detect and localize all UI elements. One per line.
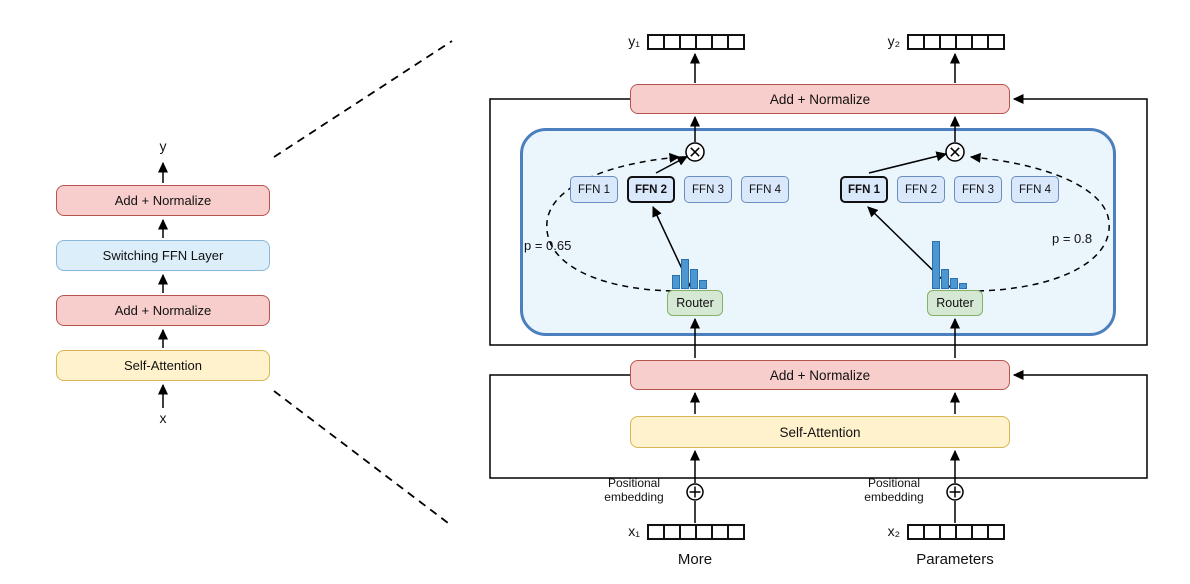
token-cell	[973, 36, 989, 48]
histogram-bar	[950, 278, 958, 289]
token-cell	[697, 526, 713, 538]
overview-switching-ffn-layer: Switching FFN Layer	[56, 240, 270, 271]
input-x1-label: x₁	[628, 523, 640, 539]
y1-token-array	[647, 34, 745, 50]
positional-add-left-icon	[686, 483, 704, 501]
switching-ffn-layer-container	[520, 128, 1116, 336]
token-cell	[941, 36, 957, 48]
overview-add-normalize-top: Add + Normalize	[56, 185, 270, 216]
overview-input-label: x	[159, 410, 167, 426]
token-cell	[909, 36, 925, 48]
token-cell	[649, 526, 665, 538]
expert-box-ffn-2: FFN 2	[627, 176, 675, 203]
token-cell	[729, 36, 743, 48]
x2-token-array	[907, 524, 1005, 540]
positional-embedding-left-label: Positional embedding	[604, 476, 664, 504]
expert-box-ffn-4: FFN 4	[1011, 176, 1059, 203]
expert-box-ffn-3: FFN 3	[684, 176, 732, 203]
expert-box-ffn-4: FFN 4	[741, 176, 789, 203]
overview-self-attention: Self-Attention	[56, 350, 270, 381]
x1-token-array	[647, 524, 745, 540]
expansion-dashed-lines	[273, 40, 453, 527]
expert-box-ffn-1: FFN 1	[840, 176, 888, 203]
expert-box-ffn-2: FFN 2	[897, 176, 945, 203]
token-cell	[649, 36, 665, 48]
token-cell	[941, 526, 957, 538]
token-cell	[713, 36, 729, 48]
router-left-histogram	[672, 241, 707, 289]
router-right-histogram	[932, 241, 967, 289]
histogram-bar	[699, 280, 707, 289]
overview-add-normalize-bottom: Add + Normalize	[56, 295, 270, 326]
token-cell	[665, 526, 681, 538]
token-cell	[909, 526, 925, 538]
detail-add-normalize-mid: Add + Normalize	[630, 360, 1010, 390]
token-cell	[989, 526, 1003, 538]
positional-embedding-right-label: Positional embedding	[864, 476, 924, 504]
caption-parameters: Parameters	[916, 551, 994, 568]
gate-probability-right-label: p = 0.8	[1052, 231, 1093, 246]
token-cell	[925, 526, 941, 538]
expert-row-left: FFN 1 FFN 2 FFN 3 FFN 4	[570, 176, 789, 203]
histogram-bar	[690, 269, 698, 289]
token-cell	[697, 36, 713, 48]
caption-more: More	[677, 551, 713, 568]
token-cell	[989, 36, 1003, 48]
histogram-bar	[932, 241, 940, 289]
y2-token-array	[907, 34, 1005, 50]
overview-output-label: y	[159, 138, 167, 154]
detail-add-normalize-top: Add + Normalize	[630, 84, 1010, 114]
expert-box-ffn-3: FFN 3	[954, 176, 1002, 203]
token-cell	[973, 526, 989, 538]
token-cell	[957, 526, 973, 538]
expert-row-right: FFN 1 FFN 2 FFN 3 FFN 4	[840, 176, 1059, 203]
router-right: Router	[927, 290, 983, 316]
expert-box-ffn-1: FFN 1	[570, 176, 618, 203]
token-cell	[681, 36, 697, 48]
histogram-bar	[672, 275, 680, 289]
token-cell	[729, 526, 743, 538]
histogram-bar	[681, 259, 689, 289]
gate-probability-left-label: p = 0.65	[524, 238, 572, 253]
token-cell	[957, 36, 973, 48]
detail-self-attention: Self-Attention	[630, 416, 1010, 448]
positional-add-right-icon	[946, 483, 964, 501]
token-cell	[681, 526, 697, 538]
histogram-bar	[959, 283, 967, 289]
input-x2-label: x₂	[887, 523, 900, 539]
router-left: Router	[667, 290, 723, 316]
token-cell	[713, 526, 729, 538]
token-cell	[665, 36, 681, 48]
histogram-bar	[941, 269, 949, 289]
output-y2-label: y₂	[887, 33, 900, 49]
output-y1-label: y₁	[628, 33, 640, 49]
token-cell	[925, 36, 941, 48]
